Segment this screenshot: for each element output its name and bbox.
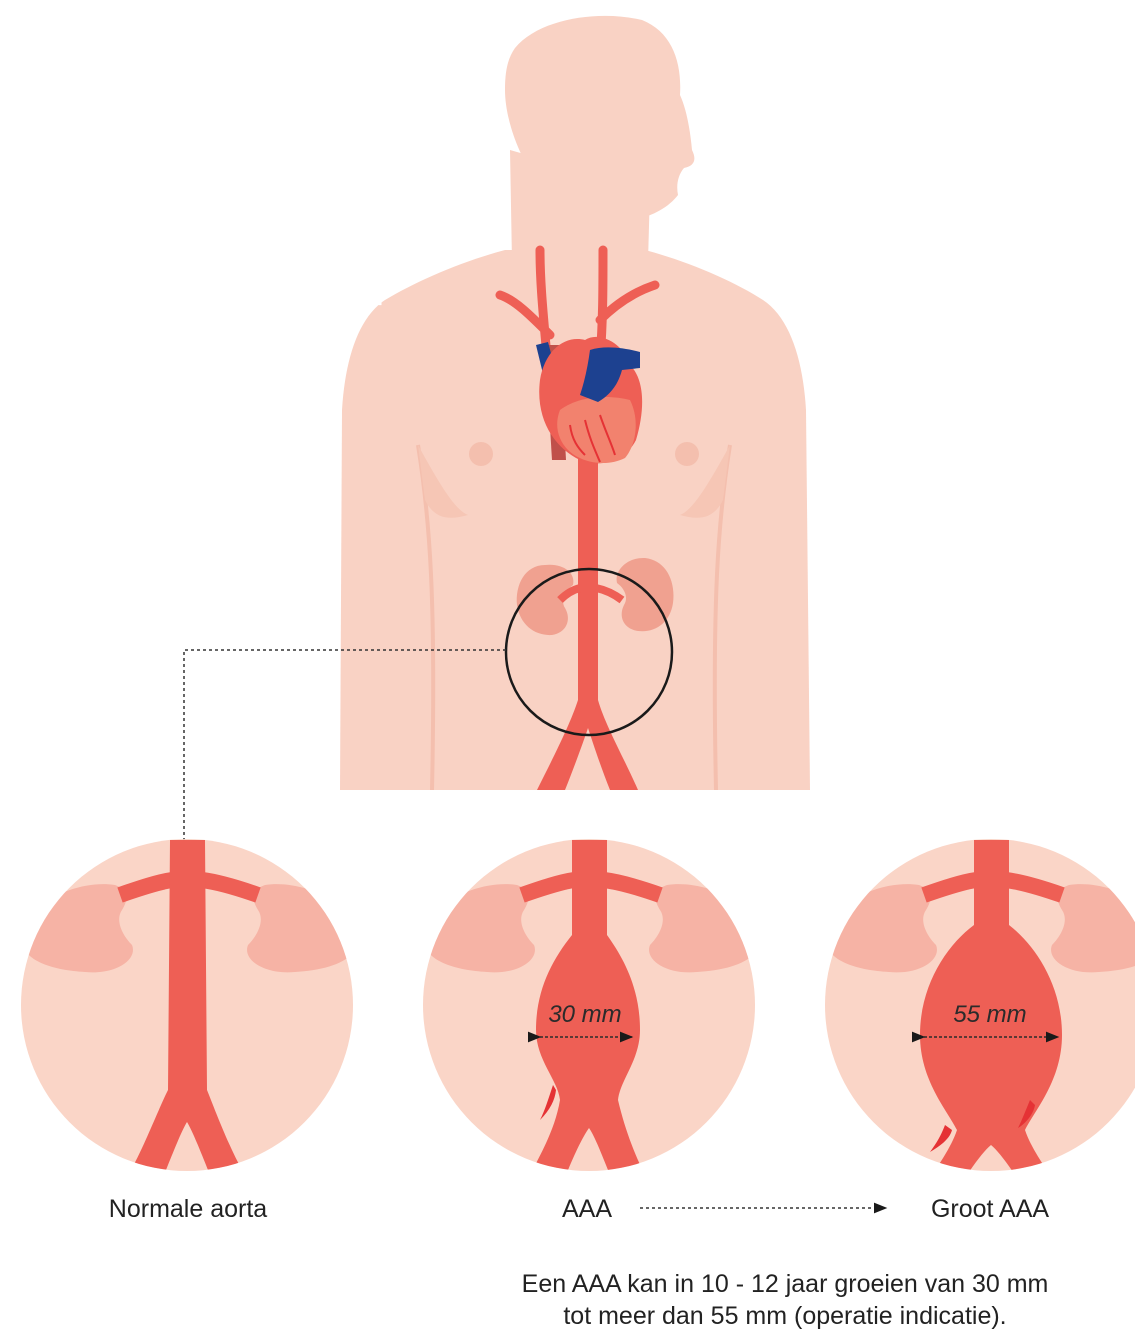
- measure-label-groot-aaa: 55 mm: [953, 1001, 1026, 1028]
- measure-label-aaa: 30 mm: [548, 1001, 621, 1028]
- human-body-icon: [340, 16, 810, 790]
- caption-aaa: AAA: [562, 1195, 612, 1223]
- note-line-2: tot meer dan 55 mm (operatie indicatie).: [563, 1302, 1006, 1330]
- kidney-icon: [824, 884, 937, 972]
- panel-aaa: 30 mm: [422, 839, 762, 1175]
- kidney-icon: [247, 884, 360, 972]
- kidney-icon: [649, 884, 762, 972]
- nipple-right: [675, 442, 699, 466]
- caption-groot-aaa: Groot AAA: [931, 1195, 1049, 1223]
- panel-groot-aaa: 55 mm: [824, 839, 1135, 1175]
- note-line-1: Een AAA kan in 10 - 12 jaar groeien van …: [522, 1270, 1049, 1298]
- heart-icon: [536, 337, 642, 464]
- kidney-icon: [1051, 884, 1135, 972]
- kidney-icon: [20, 884, 133, 972]
- caption-normal-aorta: Normale aorta: [109, 1195, 267, 1223]
- nipple-left: [469, 442, 493, 466]
- panel-normal-aorta: [20, 839, 360, 1175]
- kidney-icon: [422, 884, 535, 972]
